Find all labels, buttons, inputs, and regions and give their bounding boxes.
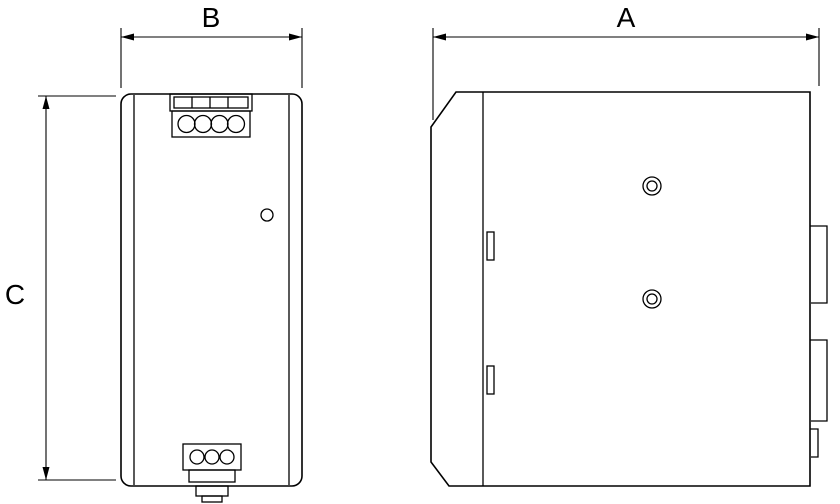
dimension-b-arrow-left (121, 33, 134, 41)
top-terminal-housing-inner (173, 96, 249, 109)
side-vent-slot (486, 231, 495, 261)
dimension-c: C (5, 95, 116, 481)
dimension-a: A (432, 2, 820, 120)
side-view (430, 91, 828, 487)
mounting-screw-bottom (642, 289, 662, 309)
dimension-c-label: C (5, 279, 25, 310)
mounting-screw-outer (642, 289, 662, 309)
top-terminal-block (169, 93, 253, 138)
din-rail-upper-hook (810, 225, 828, 304)
terminal-screw (226, 114, 246, 134)
din-rail-release-clip (810, 428, 819, 458)
terminal-screw (189, 449, 205, 465)
mounting-screw-top (642, 176, 662, 196)
mounting-screw-inner (646, 293, 658, 305)
side-vent-slot (486, 365, 495, 395)
dimension-c-arrow-bottom (42, 467, 50, 480)
dimension-b-label: B (202, 2, 221, 33)
din-rail-lower-hook (810, 339, 828, 422)
dimension-a-arrow-right (806, 33, 819, 41)
din-rail-profile (810, 225, 828, 458)
top-terminal-screw-row (171, 110, 251, 138)
terminal-screw (204, 449, 220, 465)
mounting-screw-outer (642, 176, 662, 196)
din-clip-tab (195, 485, 229, 503)
bottom-terminal-block (182, 443, 242, 483)
din-clip-tab-lower (201, 495, 223, 503)
led-indicator (260, 208, 274, 222)
terminal-screw (219, 449, 235, 465)
front-view (120, 93, 303, 503)
mounting-screw-inner (646, 180, 658, 192)
dimension-a-arrow-left (433, 33, 446, 41)
dimension-a-label: A (617, 2, 636, 33)
side-body-outline (430, 91, 811, 487)
dimension-b-arrow-right (289, 33, 302, 41)
dimension-b: B (120, 2, 303, 88)
dimension-c-arrow-top (42, 96, 50, 109)
bottom-terminal-base (188, 469, 236, 483)
